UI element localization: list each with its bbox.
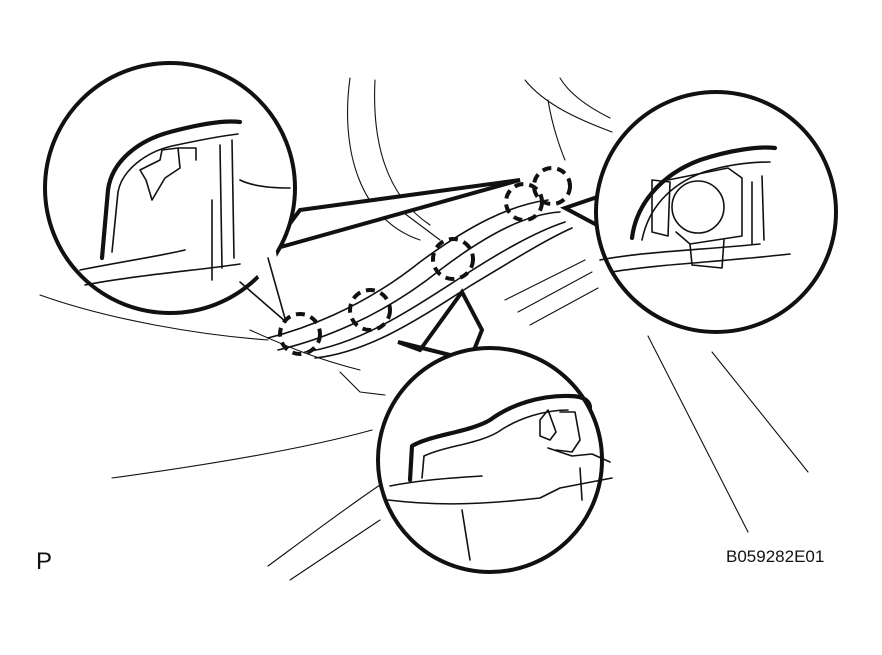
callout-bottom-detail bbox=[387, 393, 613, 561]
callout-right-circle bbox=[594, 90, 838, 334]
clip-markers bbox=[278, 166, 572, 356]
callout-left-circle bbox=[43, 61, 297, 315]
callout-bottom bbox=[376, 288, 613, 574]
clip-marker-5 bbox=[532, 166, 572, 206]
clip-marker-2 bbox=[348, 288, 392, 332]
figure-code-label: B059282E01 bbox=[726, 547, 825, 566]
callout-right-detail bbox=[599, 145, 791, 273]
vehicle-body-outline bbox=[39, 77, 809, 581]
callout-left bbox=[43, 61, 521, 323]
callout-right bbox=[559, 90, 838, 334]
clip-marker-3 bbox=[431, 237, 475, 281]
clip-marker-1 bbox=[278, 312, 322, 356]
callout-left-detail bbox=[79, 119, 291, 286]
callout-left-pointer bbox=[264, 178, 521, 254]
callout-bottom-circle bbox=[376, 346, 604, 574]
view-marker-label: P bbox=[36, 548, 53, 575]
